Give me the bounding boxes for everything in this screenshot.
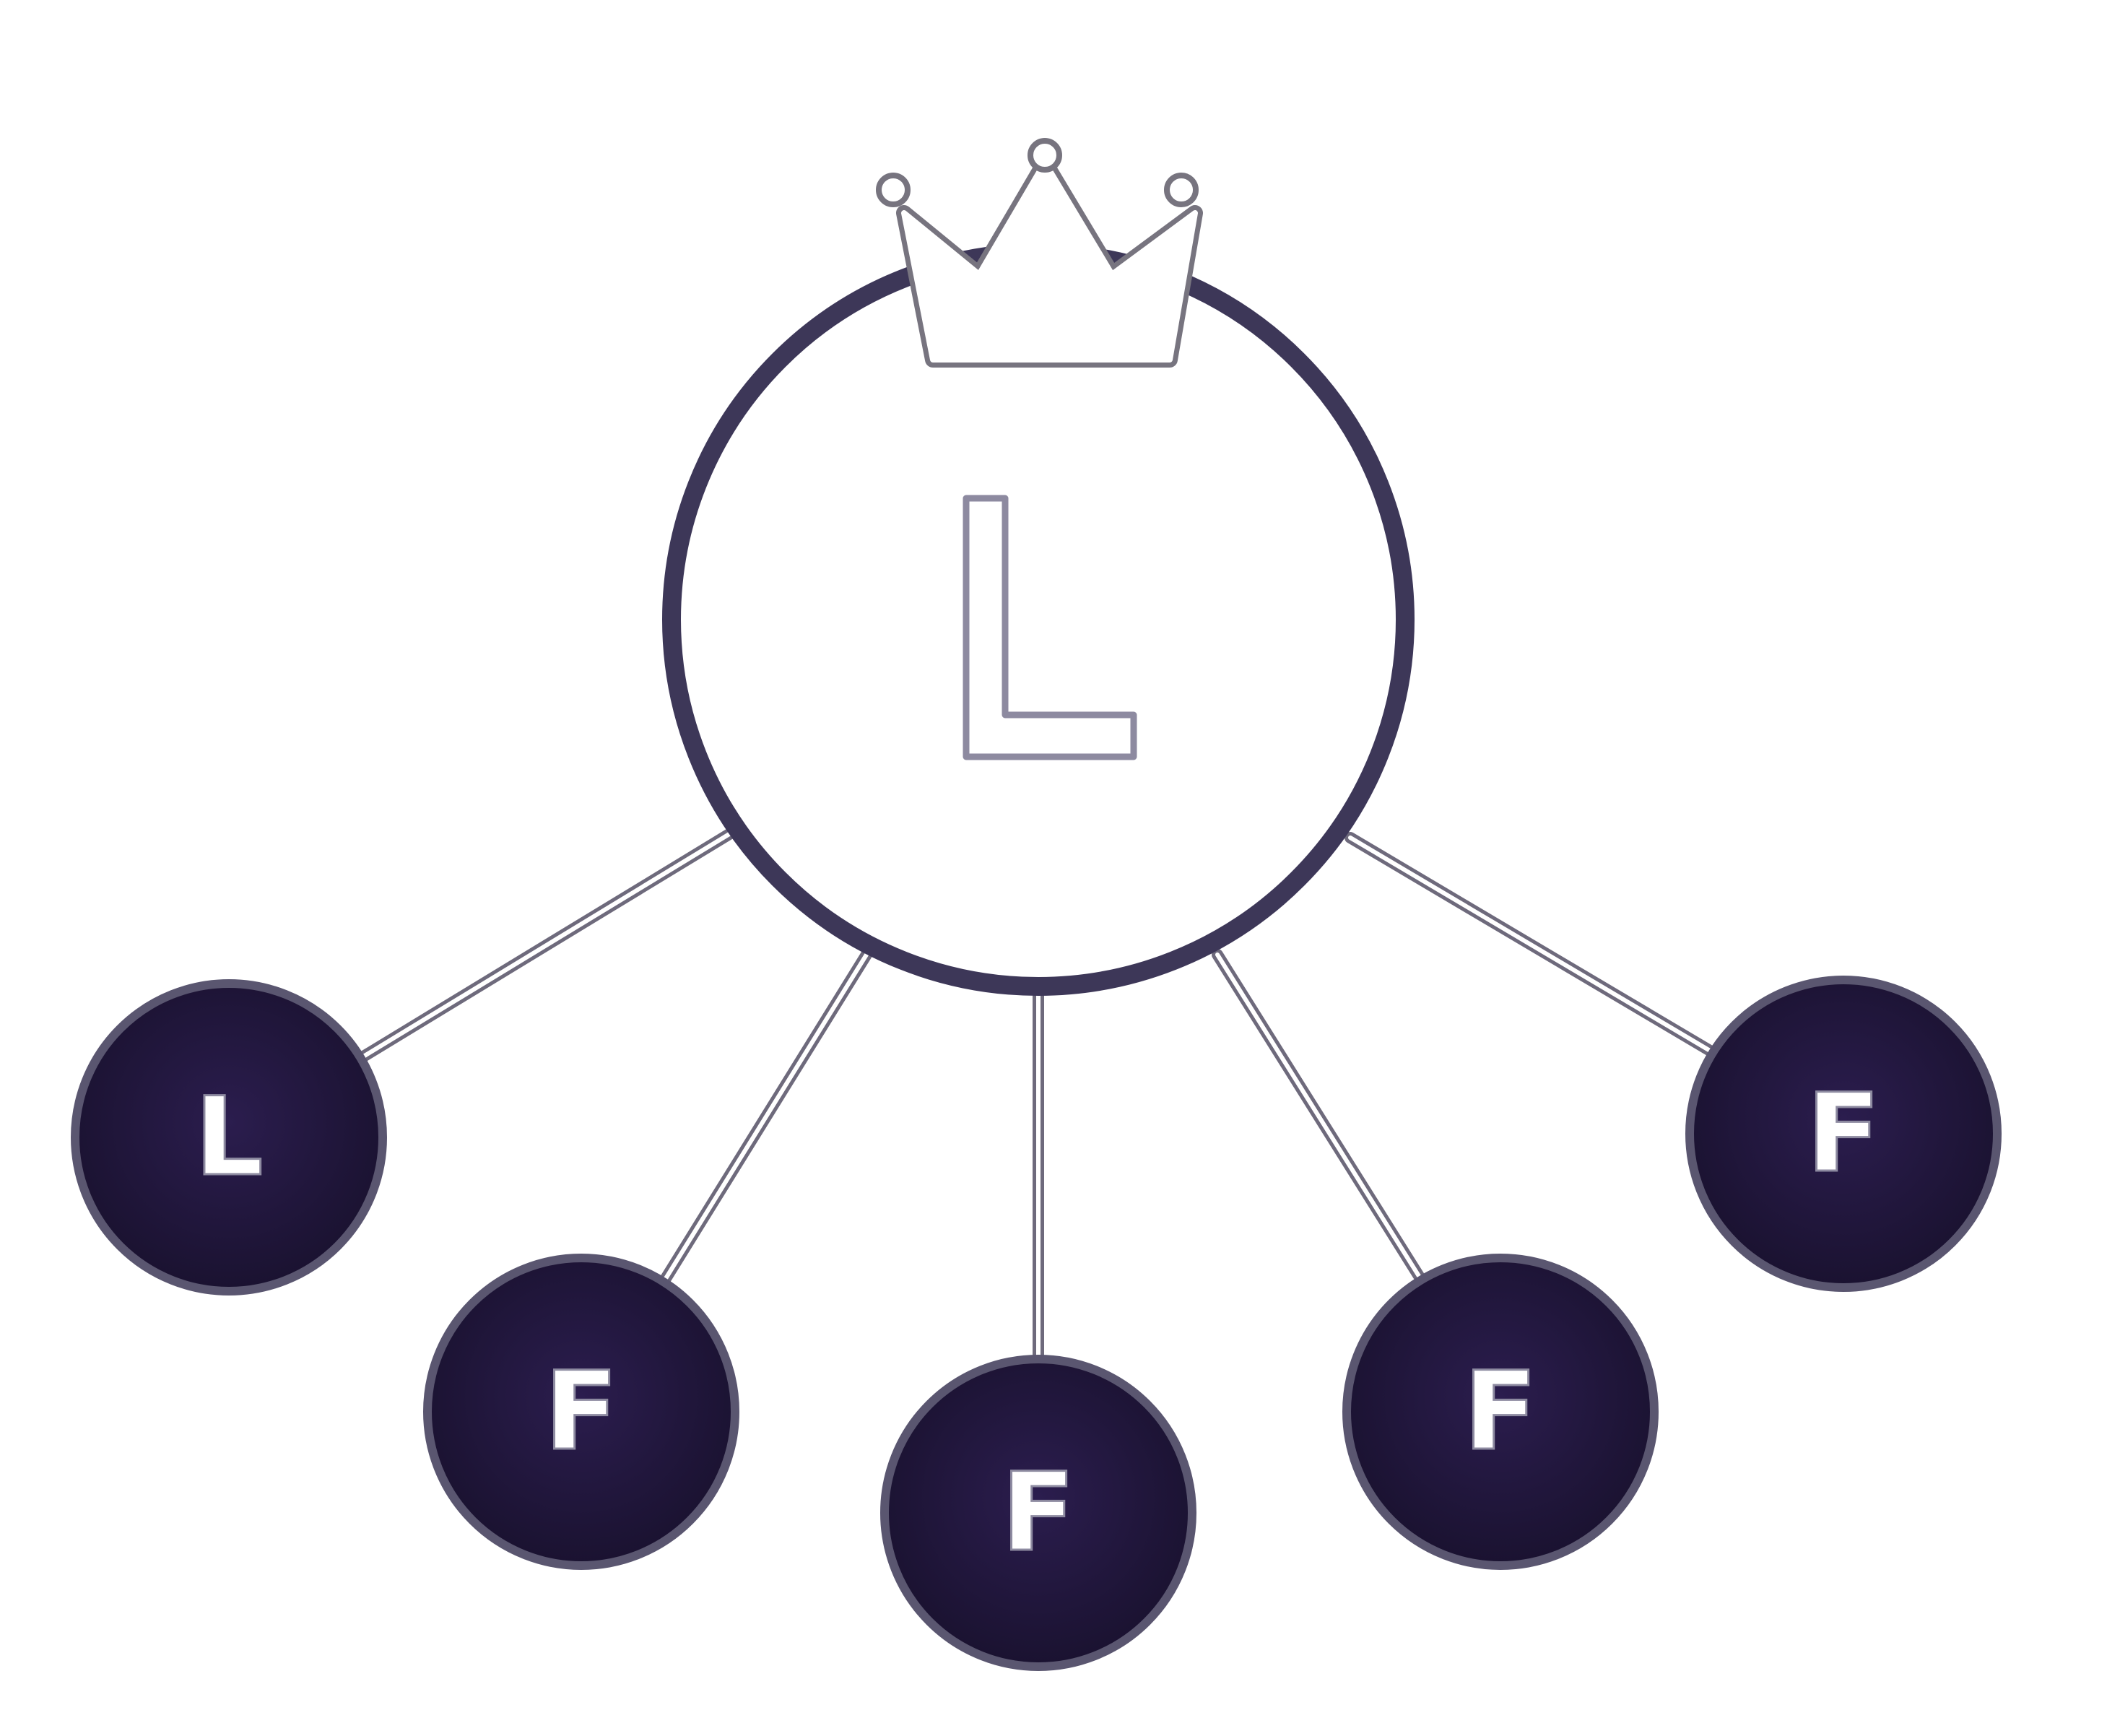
child-node-label: F (1807, 1071, 1880, 1197)
child-node: F (1342, 1254, 1659, 1570)
connector-line (359, 828, 735, 1062)
child-node-label: F (544, 1349, 618, 1475)
child-node-label: F (1464, 1349, 1537, 1475)
connector-line (1344, 832, 1728, 1064)
child-node: F (1685, 976, 2002, 1292)
child-node-label: L (194, 1075, 264, 1200)
leader-node-glyph (963, 495, 1137, 760)
connector-line (1212, 949, 1428, 1288)
connectors (359, 828, 1728, 1363)
child-node: F (423, 1254, 739, 1570)
child-node: L (71, 979, 387, 1296)
child-node: F (880, 1355, 1196, 1671)
connector-line (659, 949, 872, 1285)
child-node-label: F (1002, 1450, 1075, 1576)
crown-icon (876, 138, 1203, 368)
